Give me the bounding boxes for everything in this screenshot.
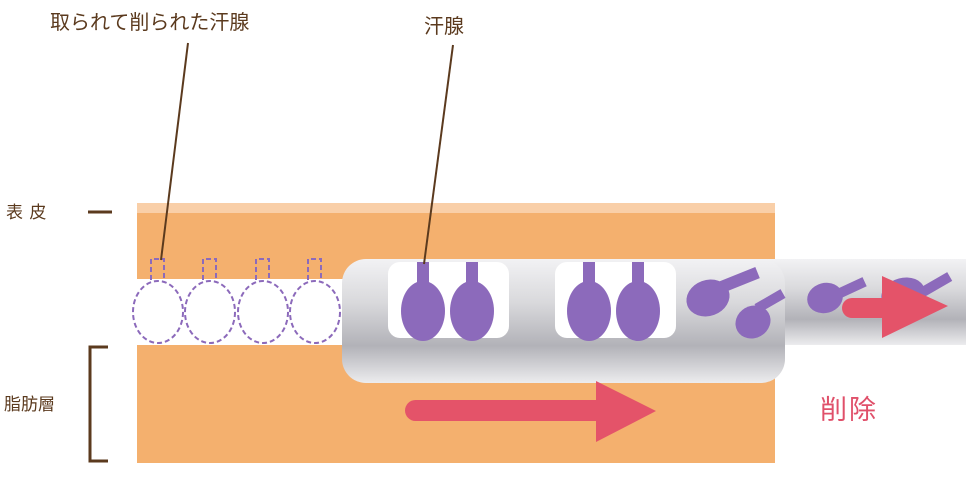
removed-glands <box>132 258 341 344</box>
fat-layer-label: 脂肪層 <box>4 395 55 415</box>
fat-layer-bracket <box>88 345 108 463</box>
sweat-gland <box>567 262 611 341</box>
loose-gland <box>686 266 760 317</box>
removed-glands-leader-line <box>160 42 189 261</box>
captured-glands <box>401 262 660 341</box>
sweat-gland <box>401 262 445 341</box>
loose-glands <box>686 266 953 339</box>
sweat-gland-label: 汗腺 <box>424 14 464 38</box>
gland-channel <box>137 279 357 345</box>
sweat-gland <box>450 262 494 341</box>
removal-arrow-main <box>405 381 656 442</box>
sweat-gland-leader-line <box>423 44 454 265</box>
removal-label: 削除 <box>820 395 878 426</box>
removed-gland <box>184 258 236 344</box>
loose-gland <box>735 289 786 339</box>
sweat-gland <box>616 262 660 341</box>
removed-glands-label: 取られて削られた汗腺 <box>50 10 250 34</box>
epidermis-label: 表 皮 <box>6 203 47 223</box>
removed-gland <box>132 258 184 344</box>
removal-arrow-tube <box>842 276 948 338</box>
epidermis-layer <box>137 203 775 213</box>
loose-gland <box>807 277 867 314</box>
removed-gland <box>289 258 341 344</box>
removed-gland <box>237 258 289 344</box>
